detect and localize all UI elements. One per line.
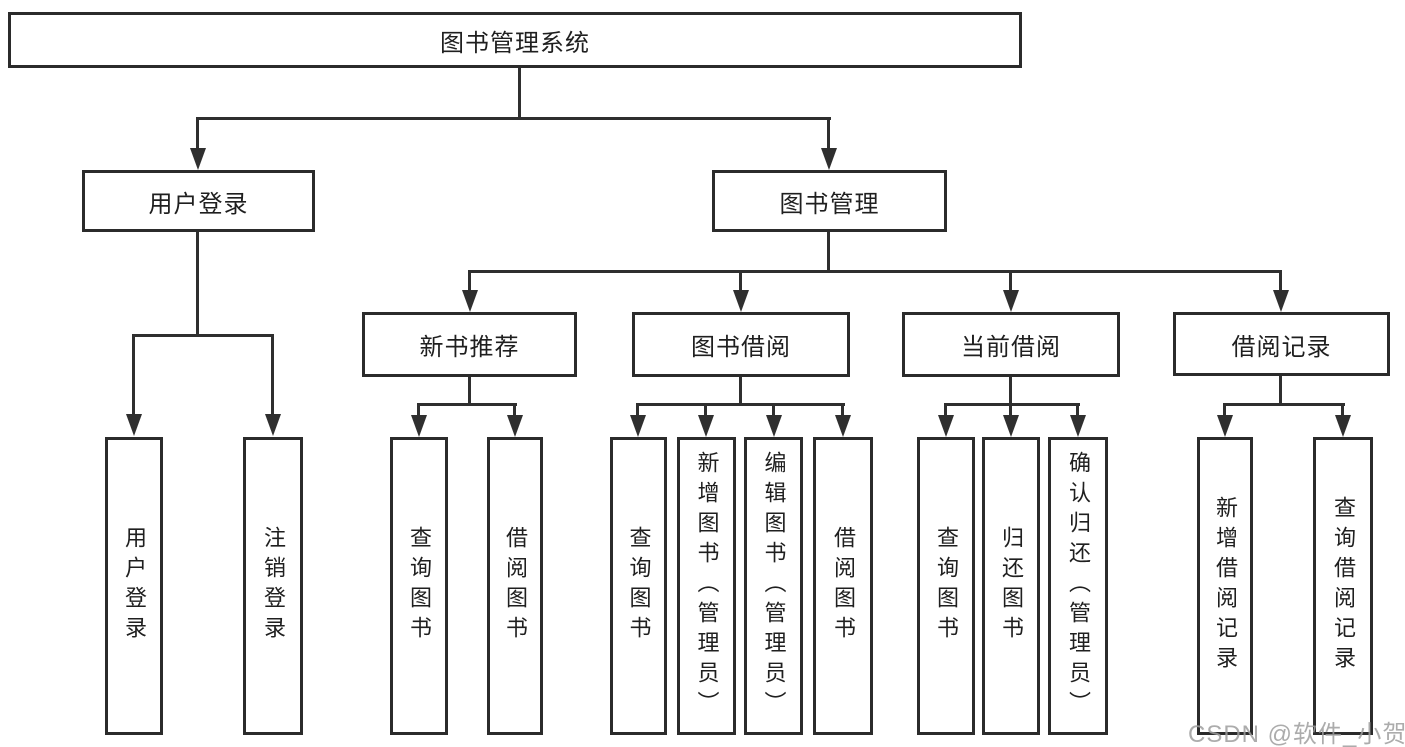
arrow-down-icon [190,148,206,170]
leaf-logout: 注销登录 [243,437,303,735]
node-current-borrowing: 当前借阅 [902,312,1120,377]
connector-shaft [841,403,844,418]
leaf-edit-book-admin: 编辑图书（管理员） [744,437,803,735]
connector-book-borrow-rail [636,403,845,406]
connector-shaft [1009,403,1012,418]
connector-borrow-records-rail [1223,403,1345,406]
arrow-down-icon [411,415,427,437]
arrow-down-icon [733,290,749,312]
connector-shaft-borrow-records [1279,270,1282,296]
arrow-down-icon [766,415,782,437]
connector-root-rail [197,117,831,120]
arrow-down-icon [1070,415,1086,437]
connector-book-borrow-stem [739,375,742,405]
node-book-management: 图书管理 [712,170,947,232]
node-new-book-recommend: 新书推荐 [362,312,577,377]
arrow-down-icon [1217,415,1233,437]
leaf-user-login: 用户登录 [105,437,163,735]
node-book-borrowing: 图书借阅 [632,312,850,377]
node-library-management-system: 图书管理系统 [8,12,1022,68]
arrow-down-icon [1003,290,1019,312]
connector-book-management-rail [468,270,1282,273]
leaf-confirm-return-admin: 确认归还（管理员） [1048,437,1108,735]
arrow-down-icon [126,414,142,436]
leaf-query-books: 查询图书 [390,437,448,735]
arrow-down-icon [507,415,523,437]
arrow-down-icon [630,415,646,437]
node-user-login: 用户登录 [82,170,315,232]
connector-shaft [944,403,947,418]
connector-shaft [1341,403,1344,418]
connector-shaft-new-book [468,270,471,296]
arrow-down-icon [1273,290,1289,312]
arrow-down-icon [265,414,281,436]
connector-user-login-rail [132,334,274,337]
leaf-return-book: 归还图书 [982,437,1040,735]
connector-root-stem [518,67,521,119]
leaf-borrow-books: 借阅图书 [813,437,873,735]
connector-borrow-records-stem [1279,375,1282,405]
leaf-borrow-books: 借阅图书 [487,437,543,735]
arrow-down-icon [462,290,478,312]
leaf-query-books: 查询图书 [917,437,975,735]
connector-shaft [704,403,707,418]
leaf-query-borrow-record: 查询借阅记录 [1313,437,1373,735]
connector-new-book-rail [417,403,517,406]
connector-user-login-stem [196,230,199,336]
arrow-down-icon [1335,415,1351,437]
arrow-down-icon [835,415,851,437]
leaf-query-books: 查询图书 [610,437,667,735]
connector-shaft [1076,403,1079,418]
arrow-down-icon [821,148,837,170]
arrow-down-icon [698,415,714,437]
connector-current-borrow-stem [1009,375,1012,405]
connector-shaft-book-management [827,117,830,153]
connector-book-management-stem [827,230,830,272]
connector-shaft [636,403,639,418]
arrow-down-icon [1003,415,1019,437]
connector-shaft-current-borrow [1009,270,1012,296]
connector-shaft [772,403,775,418]
connector-shaft-leaf-user-login [132,334,135,418]
connector-shaft-leaf-logout [271,334,274,418]
node-borrow-records: 借阅记录 [1173,312,1390,376]
connector-shaft [417,403,420,418]
connector-shaft-book-borrow [739,270,742,296]
connector-current-borrow-rail [944,403,1080,406]
connector-new-book-stem [468,375,471,405]
arrow-down-icon [938,415,954,437]
connector-shaft-user-login [196,117,199,153]
connector-shaft [513,403,516,418]
leaf-add-book-admin: 新增图书（管理员） [677,437,736,735]
leaf-add-borrow-record: 新增借阅记录 [1197,437,1253,735]
csdn-watermark: CSDN @软件_小贺同学 [1188,721,1405,747]
connector-shaft [1223,403,1226,418]
